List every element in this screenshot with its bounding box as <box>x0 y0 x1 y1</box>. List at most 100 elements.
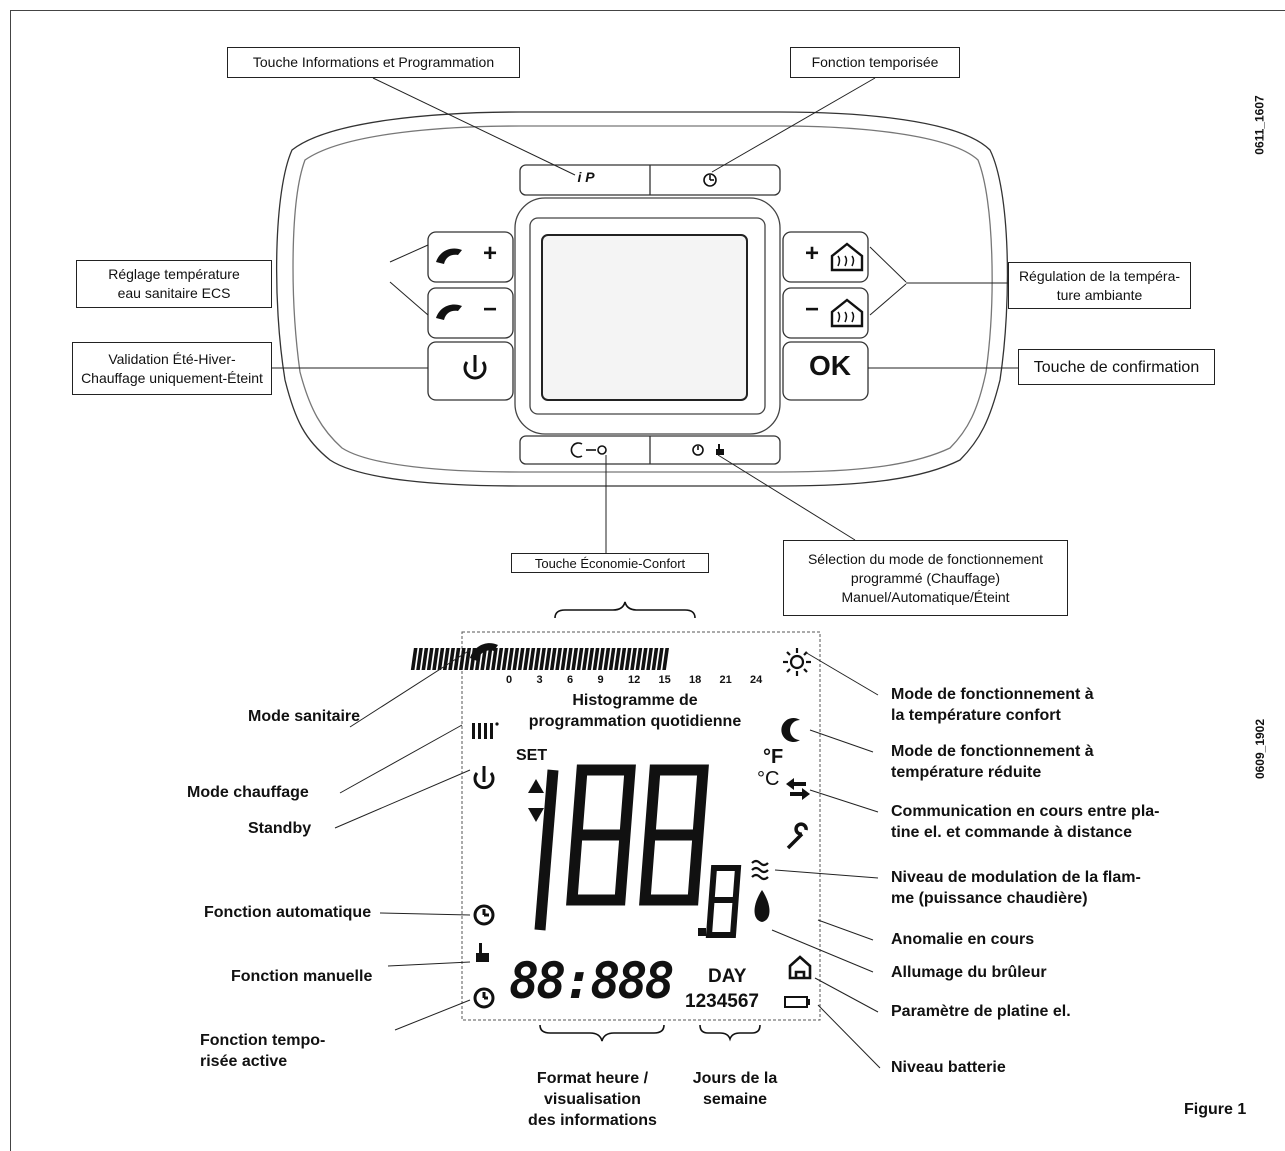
label-standby: Standby <box>248 820 312 837</box>
histogram-segment <box>598 648 605 670</box>
label-battery: Niveau batterie <box>891 1059 1006 1076</box>
histogram-segment <box>656 648 664 670</box>
histogram-segment <box>416 648 423 670</box>
lcd-weekdays: 1234567 <box>685 991 759 1012</box>
dhw-plus-key[interactable]: + <box>482 240 497 267</box>
histogram-segment <box>464 648 472 670</box>
timer-icon <box>473 987 495 1009</box>
battery-icon <box>784 996 810 1008</box>
label-manual-function: Fonction manuelle <box>231 968 373 985</box>
power-icon <box>463 355 487 380</box>
arrow-up-icon <box>528 779 544 793</box>
lcd-outline <box>461 631 821 1021</box>
callout-season-selection: Validation Été-Hiver- Chauffage uniqueme… <box>72 342 272 395</box>
histogram-segment <box>426 648 434 670</box>
histogram-bars <box>410 648 669 670</box>
room-plus-key[interactable]: + <box>804 240 819 267</box>
communication-icon <box>786 778 810 800</box>
hour-tick-label: 3 <box>536 674 543 686</box>
histogram-segment <box>533 648 541 670</box>
label-weekdays: Jours de la semaine <box>692 1070 778 1108</box>
histogram-segment <box>662 648 669 670</box>
figure-label: Figure 1 <box>1184 1101 1247 1118</box>
callout-mode-selection: Sélection du mode de fonctionnement prog… <box>783 540 1068 616</box>
histogram-segment <box>432 648 439 670</box>
callout-confirm-key: Touche de confirmation <box>1018 349 1215 385</box>
frame-top <box>10 10 1285 11</box>
histogram-segment <box>448 648 455 670</box>
hour-tick-label: 6 <box>567 674 574 686</box>
info-key-label: i P <box>577 169 595 185</box>
histogram-segment <box>555 648 562 670</box>
hour-tick-label: 0 <box>506 674 513 686</box>
callout-timed-function: Fonction temporisée <box>790 47 960 78</box>
hour-tick-label: 9 <box>597 674 604 686</box>
callout-eco-comfort: Touche Économie-Confort <box>511 553 709 573</box>
braces <box>539 601 761 1042</box>
histogram-segment <box>480 648 488 670</box>
figure-code-bottom: 0609_1902 <box>1253 718 1268 780</box>
histogram-segment <box>619 648 627 670</box>
room-minus-key[interactable]: − <box>804 296 819 323</box>
histogram-segment <box>528 648 536 670</box>
histogram-segment <box>624 648 632 670</box>
wrench-icon <box>786 822 808 850</box>
power-icon <box>473 766 495 790</box>
histogram-segment <box>635 648 643 670</box>
faucet-icon <box>436 248 462 320</box>
sun-icon <box>597 445 607 455</box>
label-fault: Anomalie en cours <box>891 931 1035 948</box>
histogram-segment <box>544 648 552 670</box>
label-heating-mode: Mode chauffage <box>187 784 309 801</box>
histogram-segment <box>630 648 637 670</box>
device-leaders <box>272 77 1018 553</box>
big-digit-segments <box>534 764 709 931</box>
label-comfort-mode: Mode de fonctionnement à la température … <box>891 686 1094 724</box>
histogram-segment <box>501 648 509 670</box>
label-histogram: Histogramme de programmation quotidienne <box>528 692 742 730</box>
hour-tick-label: 18 <box>689 674 702 686</box>
flame-modulation-icon <box>751 859 769 881</box>
histogram-segment <box>437 648 445 670</box>
histogram-segment <box>549 648 557 670</box>
histogram-segment <box>442 648 450 670</box>
histogram-segment <box>592 648 600 670</box>
histogram-segment <box>421 648 429 670</box>
arrow-down-icon <box>528 808 544 822</box>
faucet-icon <box>470 643 498 661</box>
label-communication: Communication en cours entre pla- tine e… <box>891 803 1160 841</box>
hour-tick-label: 12 <box>628 674 641 686</box>
flame-icon <box>754 890 770 922</box>
hand-icon <box>476 943 489 962</box>
histogram-segment <box>539 648 546 670</box>
label-burner: Allumage du brûleur <box>891 964 1047 981</box>
small-digit-segments <box>705 865 742 938</box>
callout-info-programming: Touche Informations et Programmation <box>227 47 520 78</box>
hour-tick-label: 21 <box>719 674 732 686</box>
lcd-degree-f: °F <box>763 746 784 768</box>
histogram-segment <box>646 648 653 670</box>
callout-room-temperature: Régulation de la tempéra- ture ambiante <box>1008 262 1191 309</box>
dhw-minus-key[interactable]: − <box>482 296 497 323</box>
histogram-segment <box>651 648 659 670</box>
histogram-segment <box>517 648 525 670</box>
label-dhw-mode: Mode sanitaire <box>248 708 361 725</box>
histogram-segment <box>491 648 498 670</box>
histogram-segment <box>576 648 584 670</box>
house-icon <box>788 955 812 980</box>
label-board-parameter: Paramètre de platine el. <box>891 1003 1071 1020</box>
display-leaders <box>334 649 881 1069</box>
ok-key[interactable]: OK <box>809 350 851 381</box>
histogram-segment <box>496 648 504 670</box>
figure-code-top: 0611_1607 <box>1252 95 1267 155</box>
lcd-set: SET <box>516 747 548 764</box>
frame-left <box>10 10 11 1151</box>
radiator-icon <box>472 722 499 739</box>
histogram-segment <box>587 648 595 670</box>
thermostat-body <box>275 111 1009 487</box>
hand-icon <box>716 444 724 455</box>
histogram-segment <box>507 648 514 670</box>
histogram-segment <box>565 648 573 670</box>
histogram-segment <box>410 648 418 670</box>
